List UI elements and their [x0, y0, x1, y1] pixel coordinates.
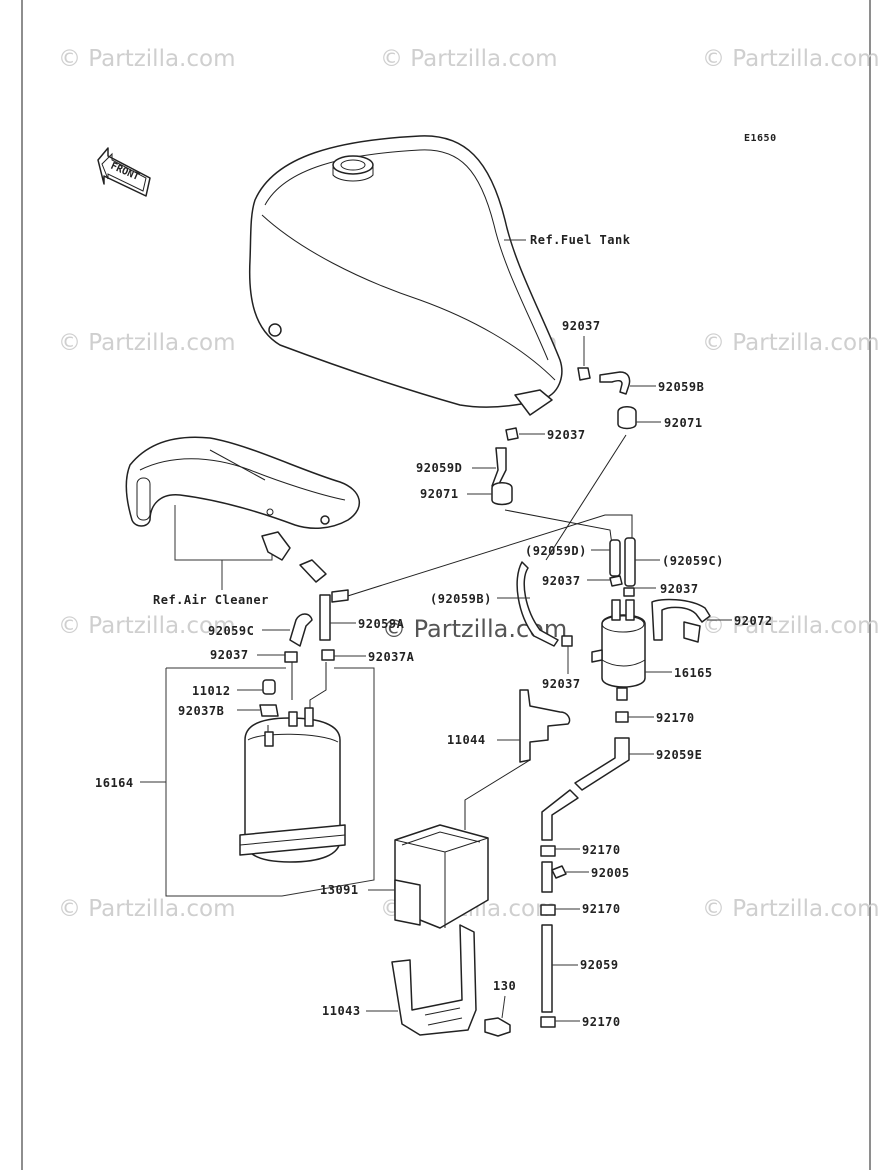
watermark: © Partzilla.com: [702, 46, 880, 72]
air-cleaner-fitting: [261, 508, 327, 583]
ref-air-cleaner-label: Ref.Air Cleaner: [153, 593, 269, 607]
part-label: 11044: [447, 733, 486, 747]
leader: [174, 505, 273, 590]
part-label: 13091: [320, 883, 359, 897]
watermark: © Partzilla.com: [58, 330, 236, 356]
part-label: 92170: [656, 711, 695, 725]
watermark: © Partzilla.com: [702, 330, 880, 356]
watermark: © Partzilla.com: [58, 896, 236, 922]
bracket-11044: [519, 689, 571, 763]
part-label: 16164: [95, 776, 134, 790]
leaders: [237, 336, 732, 1022]
clamp-92072: [651, 598, 711, 643]
part-label: 92037A: [368, 650, 415, 664]
part-label: 92037: [210, 648, 249, 662]
canister-bracket-line: [165, 667, 375, 897]
holder-13091: [394, 824, 489, 929]
leader: [464, 759, 531, 830]
part-label: 92071: [664, 416, 703, 430]
watermark: © Partzilla.com: [58, 46, 236, 72]
part-label: 92037: [542, 677, 581, 691]
watermarks: © Partzilla.com © Partzilla.com © Partzi…: [58, 46, 880, 922]
hoses-92059c-92059d: [609, 537, 636, 597]
hose-92059b: [516, 561, 559, 647]
part-label: 92059E: [656, 748, 702, 762]
watermark: © Partzilla.com: [702, 613, 880, 639]
part-label: (92059C): [662, 554, 724, 568]
part-label: 92170: [582, 1015, 621, 1029]
part-label: 11043: [322, 1004, 361, 1018]
part-labels: 92037 92059B 92037 92071 92059D 92071 (9…: [95, 319, 773, 1029]
fuel-tank: [248, 135, 563, 416]
part-label: 11012: [192, 684, 231, 698]
part-label: 92059A: [358, 617, 405, 631]
watermark: © Partzilla.com: [702, 896, 880, 922]
ref-fuel-tank-label: Ref.Fuel Tank: [530, 233, 631, 247]
air-cleaner: [125, 436, 360, 530]
fuel-line-lower: [540, 711, 630, 1028]
canister-hoses: [284, 589, 349, 663]
part-label: 92072: [734, 614, 773, 628]
fuel-filter-16165: [591, 599, 646, 701]
watermark: © Partzilla.com: [58, 613, 236, 639]
part-label: (92059D): [525, 544, 587, 558]
part-label: 92059D: [416, 461, 462, 475]
bolt-130: [484, 995, 511, 1037]
clip-92037: [561, 635, 573, 647]
part-label: 92005: [591, 866, 630, 880]
part-label: 92037: [542, 574, 581, 588]
part-label: 92037: [660, 582, 699, 596]
hose-line: [334, 514, 633, 601]
bracket-11043: [391, 924, 477, 1036]
part-label: (92059B): [430, 592, 492, 606]
part-label: 92059C: [208, 624, 254, 638]
part-label: 130: [493, 979, 516, 993]
watermark: © Partzilla.com: [380, 46, 558, 72]
tank-vent-hoses: [491, 367, 637, 506]
part-label: 92170: [582, 902, 621, 916]
front-arrow-icon: FRONT: [97, 147, 151, 197]
part-label: 92059: [580, 958, 619, 972]
canister-16164: [239, 662, 346, 863]
part-label: 92037: [547, 428, 586, 442]
part-label: 92037: [562, 319, 601, 333]
part-label: 16165: [674, 666, 713, 680]
diagram-code: E1650: [744, 133, 777, 144]
part-label: 92059B: [658, 380, 704, 394]
hose-line: [545, 434, 627, 561]
part-label: 92037B: [178, 704, 224, 718]
part-label: 92071: [420, 487, 459, 501]
part-label: 92170: [582, 843, 621, 857]
